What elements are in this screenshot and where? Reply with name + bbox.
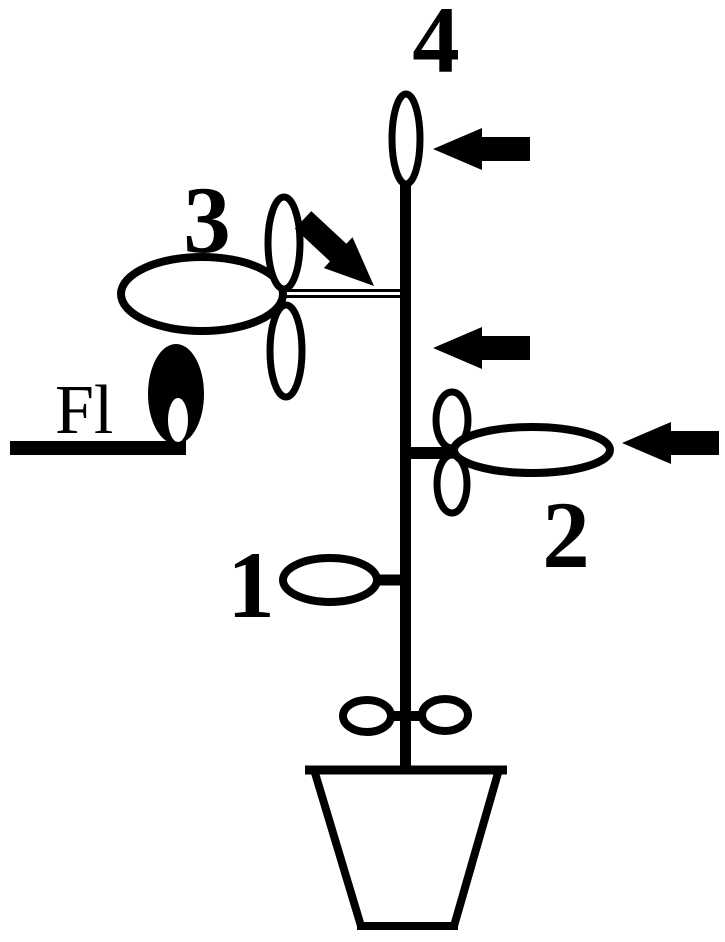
label-flower: Fl: [55, 372, 113, 449]
label-leaf-3: 3: [183, 167, 231, 273]
pot-body: [311, 771, 502, 930]
arrow-right-icon: [622, 422, 719, 464]
cotyledon-left: [339, 696, 395, 736]
arrow-top-icon: [433, 128, 530, 170]
leaf-2-blade: [450, 423, 614, 477]
arrow-middle-icon: [433, 327, 530, 369]
leaf-1-blade: [279, 554, 381, 606]
leaf-3-blade: [117, 253, 287, 335]
flower-bud-highlight: [168, 398, 188, 442]
leaf-4-blade: [388, 90, 424, 188]
leaf-3-stipule-lower: [266, 301, 306, 401]
flower-bud: [148, 344, 204, 444]
leaf-3-stipule-upper: [264, 193, 304, 293]
label-leaf-4: 4: [412, 0, 460, 93]
cotyledon-right: [418, 695, 472, 735]
label-leaf-2: 2: [542, 482, 590, 588]
arrow-diagonal-icon: [294, 211, 374, 286]
label-leaf-1: 1: [227, 532, 275, 638]
